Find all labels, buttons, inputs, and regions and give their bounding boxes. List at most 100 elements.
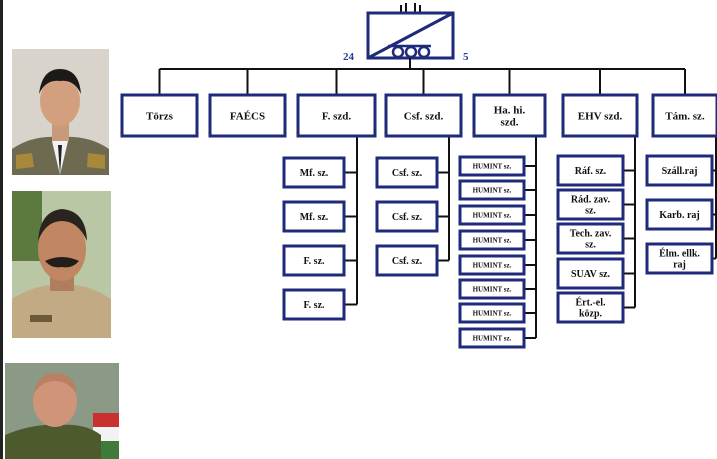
portrait-officer-2 [12,191,111,338]
symbol-left-number: 24 [343,51,355,63]
unit-2-child-3: F. sz. [282,288,346,321]
unit-box-5: EHV szd. [561,93,639,138]
unit-4-child-4-label: HUMINT sz. [473,261,512,269]
unit-box-1-frame [208,93,287,138]
unit-box-0-frame [120,93,199,138]
unit-5-child-2: Tech. zav.sz. [556,222,625,255]
unit-5-child-3-frame [556,257,625,290]
connector-lines [158,58,717,339]
unit-box-6-frame [651,93,717,138]
unit-4-child-3-frame [458,229,526,251]
unit-4-child-2: HUMINT sz. [458,204,526,226]
unit-box-2-label: F. szd. [322,110,351,122]
unit-box-3-label: Csf. szd. [404,110,444,122]
unit-2-child-1: Mf. sz. [282,200,346,233]
unit-box-1: FAÉCS [208,93,287,138]
unit-2-child-1-frame [282,200,346,233]
unit-6-child-2-label: Élm. ellk.raj [659,248,700,271]
unit-4-child-6-frame [458,302,526,324]
unit-5-child-0: Ráf. sz. [556,154,625,187]
unit-symbol: 24 5 [343,3,469,63]
unit-3-child-2: Csf. sz. [375,244,439,277]
unit-5-child-4: Ért.-el.közp. [556,291,625,324]
unit-4-child-0: HUMINT sz. [458,155,526,177]
unit-box-2-frame [296,93,377,138]
unit-6-child-1: Karb. raj [645,198,714,231]
unit-5-child-4-label: Ért.-el.közp. [576,297,606,320]
unit-4-child-6: HUMINT sz. [458,302,526,324]
unit-6-child-2-frame [645,242,714,275]
unit-5-child-1-label: Rád. zav.sz. [571,195,611,217]
unit-3-child-2-label: Csf. sz. [392,256,423,267]
unit-boxes: Törzs FAÉCS F. szd. Mf. sz. Mf. sz. F. sz. F. … [120,93,717,349]
symbol-diagonal [367,11,454,60]
unit-5-child-3: SUAV sz. [556,257,625,290]
unit-box-4-label: Ha. hi.szd. [494,104,526,128]
unit-3-child-0-frame [375,156,439,189]
unit-4-child-7-frame [458,327,526,349]
unit-4-child-6-label: HUMINT sz. [473,309,512,317]
unit-box-3-frame [384,93,463,138]
unit-box-5-label: EHV szd. [578,110,623,122]
unit-6-child-0-label: Száll.raj [662,166,698,177]
unit-4-child-1-label: HUMINT sz. [473,186,512,194]
unit-3-child-0-label: Csf. sz. [392,168,423,179]
unit-4-child-4: HUMINT sz. [458,254,526,276]
unit-4-child-5-label: HUMINT sz. [473,285,512,293]
unit-box-2: F. szd. [296,93,377,138]
unit-6-child-0-frame [645,154,714,187]
unit-6-child-1-frame [645,198,714,231]
unit-3-child-1-frame [375,200,439,233]
unit-4-child-0-frame [458,155,526,177]
unit-5-child-1-frame [556,188,625,221]
symbol-right-number: 5 [463,51,469,63]
unit-3-child-2-frame [375,244,439,277]
unit-4-child-2-label: HUMINT sz. [473,211,512,219]
portrait-officer-1 [12,49,109,175]
unit-6-child-0: Száll.raj [645,154,714,187]
unit-box-0: Törzs [120,93,199,138]
unit-5-child-3-label: SUAV sz. [571,269,611,280]
unit-5-child-4-frame [556,291,625,324]
unit-4-child-4-frame [458,254,526,276]
unit-2-child-3-frame [282,288,346,321]
unit-6-child-2: Élm. ellk.raj [645,242,714,275]
unit-box-6: Tám. sz. [651,93,717,138]
portrait-officer-3 [5,363,119,459]
unit-4-child-0-label: HUMINT sz. [473,162,512,170]
unit-5-child-2-label: Tech. zav.sz. [570,229,612,251]
unit-3-child-1-label: Csf. sz. [392,212,423,223]
unit-box-4: Ha. hi.szd. [472,93,547,138]
unit-2-child-2: F. sz. [282,244,346,277]
unit-5-child-0-label: Ráf. sz. [575,166,607,177]
unit-4-child-5-frame [458,278,526,300]
unit-4-child-7: HUMINT sz. [458,327,526,349]
unit-2-child-0-label: Mf. sz. [300,168,329,179]
unit-box-6-label: Tám. sz. [665,110,705,122]
unit-4-child-3-label: HUMINT sz. [473,236,512,244]
unit-5-child-1: Rád. zav.sz. [556,188,625,221]
unit-4-child-1-frame [458,179,526,201]
unit-2-child-3-label: F. sz. [303,300,325,311]
unit-box-1-label: FAÉCS [230,110,265,122]
unit-2-child-1-label: Mf. sz. [300,212,329,223]
unit-box-3: Csf. szd. [384,93,463,138]
unit-4-child-2-frame [458,204,526,226]
unit-2-child-0: Mf. sz. [282,156,346,189]
unit-4-child-7-label: HUMINT sz. [473,334,512,342]
unit-5-child-0-frame [556,154,625,187]
unit-2-child-2-label: F. sz. [303,256,325,267]
unit-2-child-2-frame [282,244,346,277]
unit-4-child-5: HUMINT sz. [458,278,526,300]
unit-2-child-0-frame [282,156,346,189]
unit-box-4-frame [472,93,547,138]
unit-6-child-1-label: Karb. raj [659,210,700,221]
unit-box-0-label: Törzs [146,110,174,122]
unit-3-child-0: Csf. sz. [375,156,439,189]
left-divider-line [0,0,3,459]
unit-5-child-2-frame [556,222,625,255]
unit-4-child-3: HUMINT sz. [458,229,526,251]
unit-4-child-1: HUMINT sz. [458,179,526,201]
unit-box-5-frame [561,93,639,138]
